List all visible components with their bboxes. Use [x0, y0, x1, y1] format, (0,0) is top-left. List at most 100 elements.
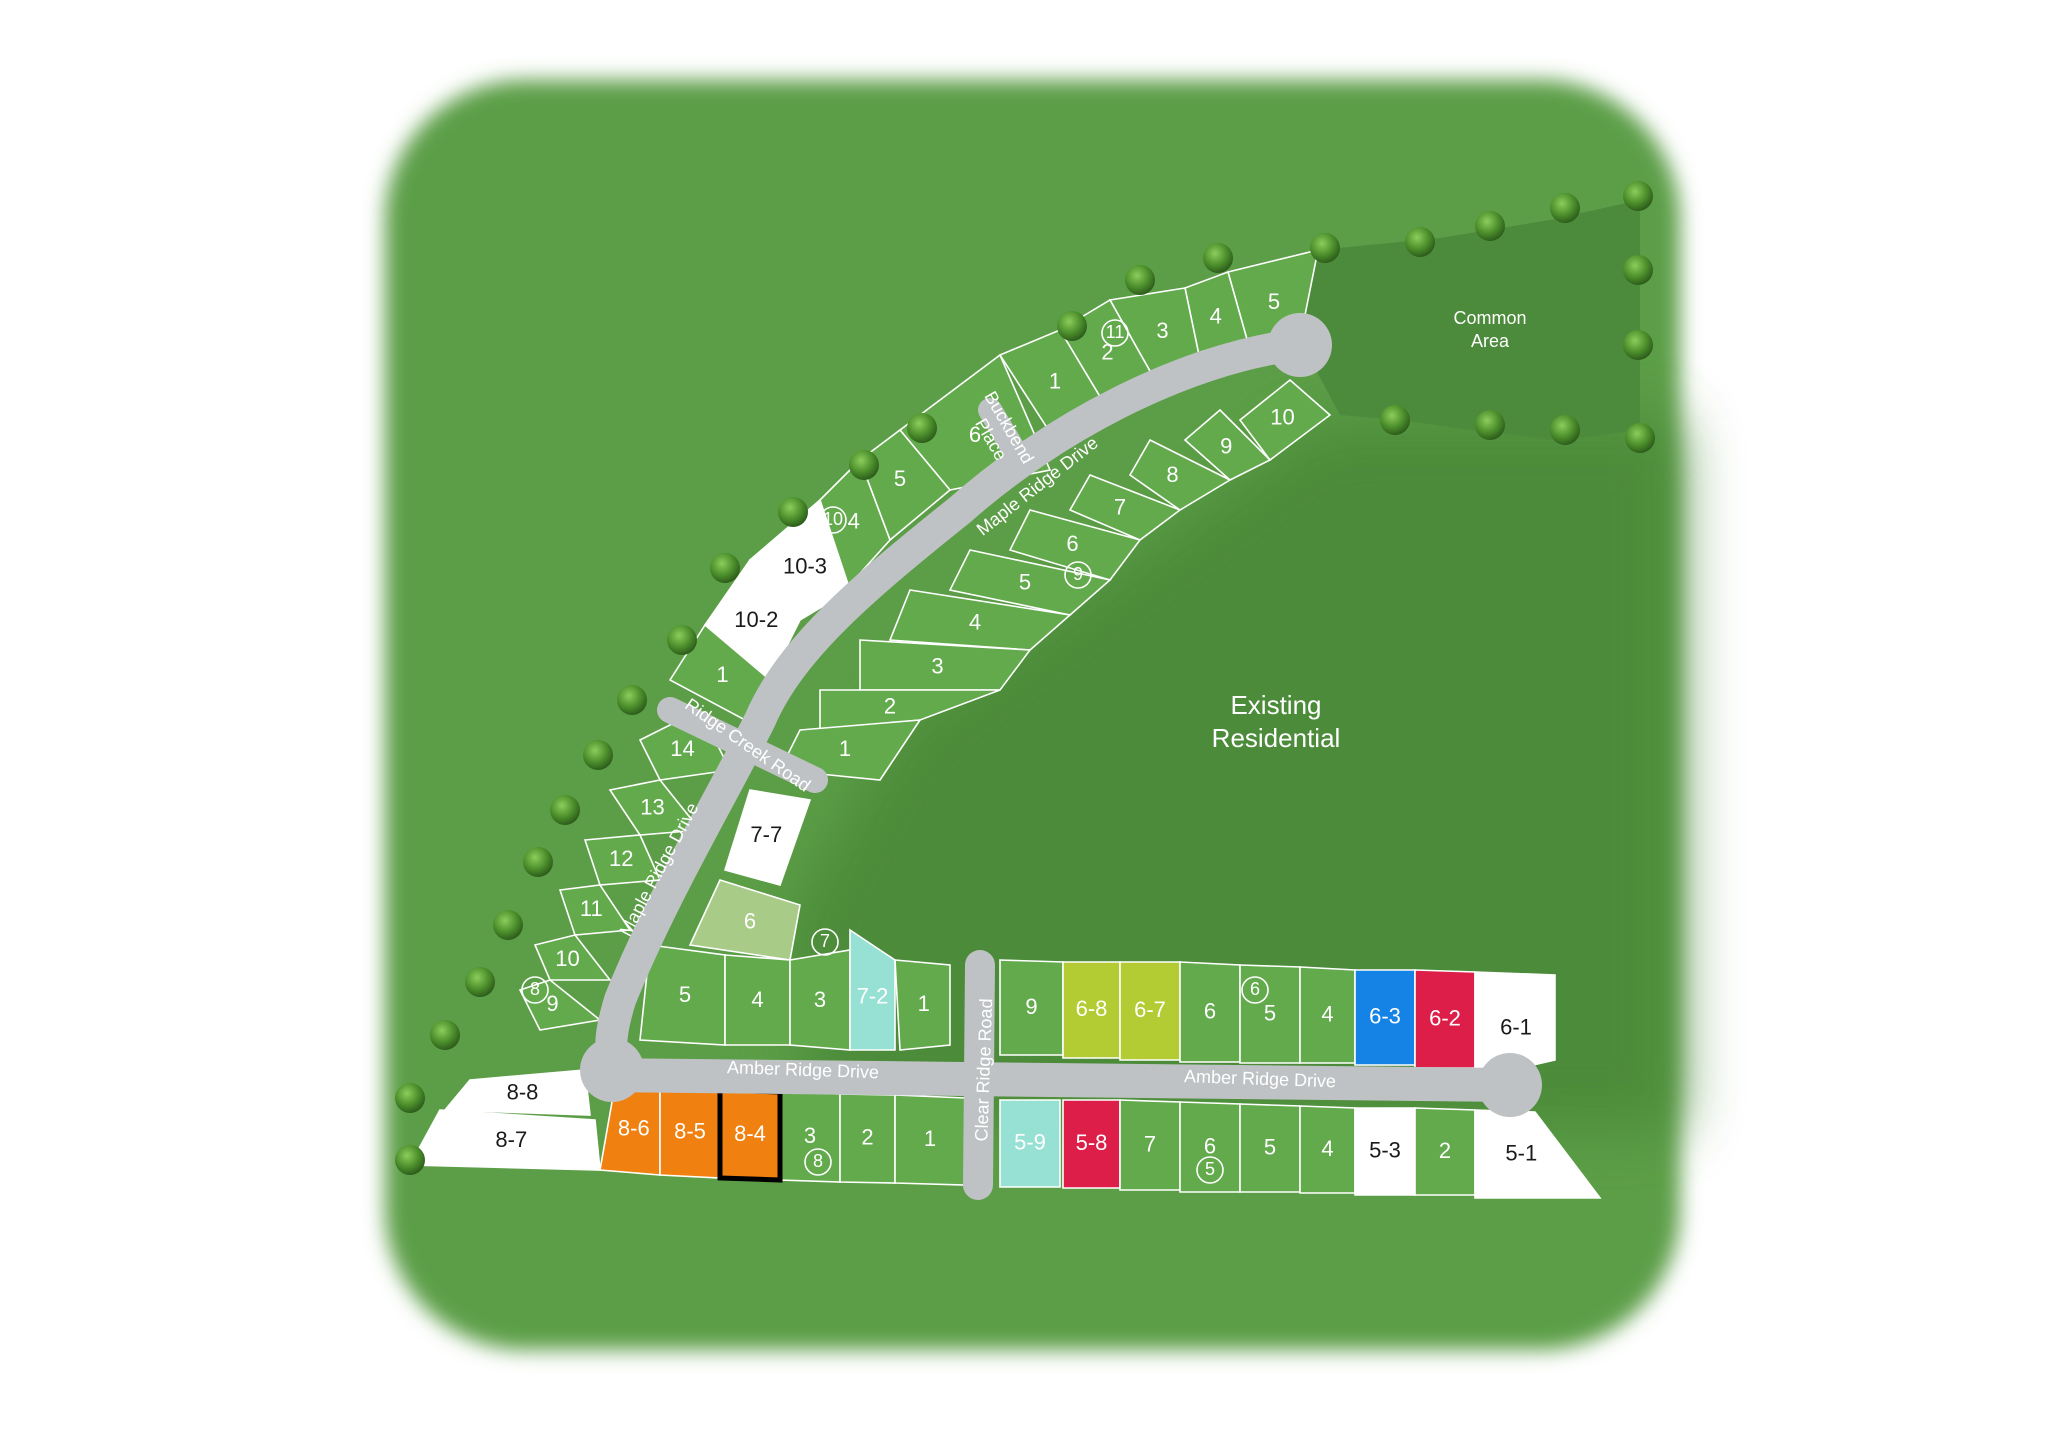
- tree-icon: [1125, 265, 1155, 295]
- tree-icon: [1475, 410, 1505, 440]
- common-area-label-2: Area: [1471, 331, 1510, 351]
- tree-icon: [1550, 415, 1580, 445]
- lot-label: 6: [1066, 531, 1078, 556]
- svg-text:9: 9: [1073, 564, 1083, 584]
- tree-icon: [778, 497, 808, 527]
- lot-label: 3: [931, 653, 943, 678]
- lot-label: 6-2: [1429, 1005, 1461, 1030]
- lot-6-1-42[interactable]: [1474, 971, 1556, 1069]
- road-maple-ridge-drive: [595, 329, 1311, 1091]
- lot-label: 12: [609, 846, 633, 871]
- lot-5-9-51[interactable]: [999, 1099, 1061, 1188]
- cul-de-sac-amber-ridge-east: [1478, 1053, 1542, 1117]
- lot-7-7-27[interactable]: [723, 789, 812, 886]
- svg-text:8: 8: [530, 979, 540, 999]
- lot-label: 4: [969, 610, 981, 635]
- lot-label: 14: [670, 736, 694, 761]
- lot-label: 5: [894, 466, 906, 491]
- road-label-clear-ridge-road: Clear Ridge Road: [971, 998, 996, 1142]
- lot-label: 1: [1049, 368, 1061, 393]
- lot-10-25[interactable]: [533, 934, 612, 981]
- svg-text:10: 10: [823, 509, 843, 529]
- lot-label: 10: [1270, 405, 1294, 430]
- lot-label: 6-3: [1369, 1003, 1401, 1028]
- cul-de-sac-amber-ridge-west: [580, 1038, 644, 1102]
- tree-icon: [523, 847, 553, 877]
- lot-label: 7-7: [750, 822, 782, 847]
- lot-label: 3: [804, 1123, 816, 1148]
- road-clear-ridge-road: [963, 950, 995, 1200]
- lot-1-33[interactable]: [894, 959, 951, 1051]
- lot-label: 7: [1114, 495, 1126, 520]
- tree-icon: [395, 1083, 425, 1113]
- road-ridge-creek-road: [657, 697, 828, 793]
- lot-label: 7: [1144, 1131, 1156, 1156]
- lot-label: 11: [580, 896, 603, 921]
- trees-layer: [395, 181, 1655, 1175]
- lot-label: 6-8: [1076, 996, 1108, 1021]
- phase-marker: 7: [811, 928, 839, 956]
- lot-label: 5-1: [1505, 1140, 1537, 1165]
- tree-icon: [1623, 181, 1653, 211]
- tree-icon: [1405, 227, 1435, 257]
- tree-icon: [493, 910, 523, 940]
- common-area: [1300, 200, 1640, 440]
- tree-icon: [667, 625, 697, 655]
- lot-label: 4: [1210, 303, 1222, 328]
- phase-marker: 11: [1101, 319, 1129, 347]
- lot-label: 3: [1156, 318, 1168, 343]
- lot-label: 8-7: [495, 1127, 527, 1152]
- lot-label: 5: [1268, 289, 1280, 314]
- lot-label: 5: [1264, 1000, 1276, 1025]
- lot-label: 2: [861, 1124, 873, 1149]
- phase-marker: 8: [521, 976, 549, 1004]
- lot-label: 6-7: [1134, 997, 1166, 1022]
- lot-label: 4: [751, 987, 763, 1012]
- svg-text:7: 7: [820, 931, 830, 951]
- lot-label: 8-6: [618, 1115, 650, 1140]
- lot-label: 6-1: [1500, 1014, 1532, 1039]
- lot-label: 6: [969, 422, 981, 447]
- tree-icon: [430, 1020, 460, 1050]
- lot-11-24[interactable]: [558, 884, 632, 936]
- tree-icon: [1550, 193, 1580, 223]
- lot-label: 1: [839, 736, 851, 761]
- phase-marker: 6: [1241, 976, 1269, 1004]
- lot-7-2-32[interactable]: [849, 928, 896, 1051]
- tree-icon: [550, 795, 580, 825]
- tree-icon: [1475, 211, 1505, 241]
- lot-label: 3: [814, 987, 826, 1012]
- phase-marker: 10: [819, 506, 847, 534]
- cul-de-sac-maple-ridge: [1268, 313, 1332, 377]
- roads-layer: [580, 313, 1542, 1200]
- lot-labels-layer: 543211098765432165410-310-21141312111097…: [495, 289, 1537, 1166]
- road-buckbend-place: [978, 398, 1032, 472]
- road-amber-ridge-drive: [583, 1058, 1527, 1102]
- phase-marker: 9: [1064, 561, 1092, 589]
- tree-icon: [1310, 233, 1340, 263]
- existing-residential-label-1: Existing: [1230, 690, 1321, 720]
- lot-8-8-43[interactable]: [443, 1069, 591, 1116]
- lot-label: 5-9: [1014, 1129, 1046, 1154]
- lot-label: 13: [640, 795, 664, 820]
- phase-marker: 8: [804, 1148, 832, 1176]
- lot-label: 5: [1019, 570, 1031, 595]
- tree-icon: [395, 1145, 425, 1175]
- svg-text:11: 11: [1106, 322, 1125, 342]
- tree-icon: [1380, 405, 1410, 435]
- lot-label: 6: [744, 908, 756, 933]
- lot-label: 2: [1439, 1138, 1451, 1163]
- svg-text:6: 6: [1250, 979, 1260, 999]
- lot-label: 8-8: [507, 1080, 539, 1105]
- tree-icon: [849, 450, 879, 480]
- lot-label: 2: [884, 693, 896, 718]
- phase-marker: 5: [1196, 1156, 1224, 1184]
- tree-icon: [907, 413, 937, 443]
- lot-label: 1: [716, 662, 728, 687]
- lot-label: 1: [918, 991, 930, 1016]
- lot-label: 5-3: [1369, 1137, 1401, 1162]
- lot-label: 4: [1321, 1136, 1333, 1161]
- existing-residential-label-2: Residential: [1212, 723, 1341, 753]
- tree-icon: [617, 685, 647, 715]
